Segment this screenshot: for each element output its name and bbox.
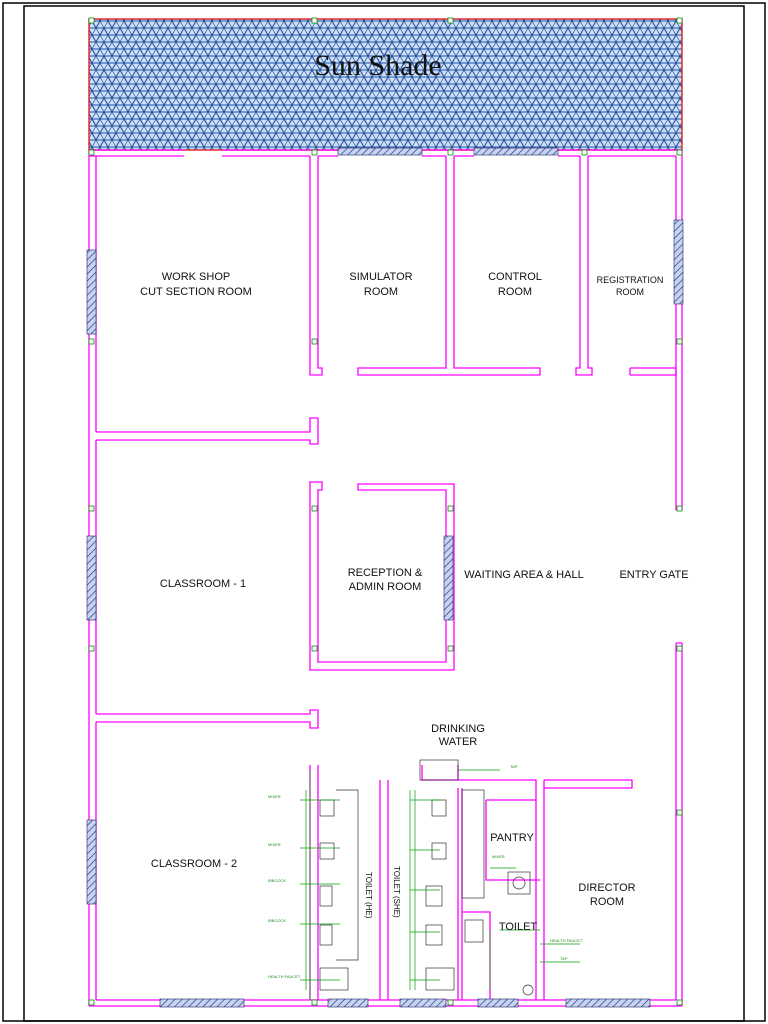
svg-text:TAP: TAP <box>510 764 518 769</box>
toilet-he-label: TOILET (HE) <box>364 872 373 919</box>
entry-label: ENTRY GATE <box>619 569 688 581</box>
svg-text:BIBCOCK: BIBCOCK <box>268 918 286 923</box>
svg-text:MIXER: MIXER <box>268 842 281 847</box>
workshop-label-line1: WORK SHOP <box>162 271 230 283</box>
registration-label-line1: REGISTRATION <box>597 275 664 285</box>
room-labels: WORK SHOP CUT SECTION ROOM SIMULATOR ROO… <box>140 271 688 933</box>
svg-text:HEALTH FAUCET: HEALTH FAUCET <box>550 938 583 943</box>
simulator-label-line2: ROOM <box>364 286 398 298</box>
reception-label-line2: ADMIN ROOM <box>349 581 422 593</box>
svg-text:MIXER: MIXER <box>492 854 505 859</box>
toilet-label: TOILET <box>499 921 538 933</box>
toilet-fixtures: MIXER MIXER BIBCOCK BIBCOCK HEALTH FAUCE… <box>268 759 583 1000</box>
reception-label-line1: RECEPTION & <box>348 567 423 579</box>
control-label-line1: CONTROL <box>488 271 542 283</box>
svg-text:BIBCOCK: BIBCOCK <box>268 878 286 883</box>
svg-text:MIXER: MIXER <box>268 794 281 799</box>
svg-text:HEALTH FAUCET: HEALTH FAUCET <box>268 974 301 979</box>
pantry-label: PANTRY <box>490 832 534 844</box>
director-label-line2: ROOM <box>590 896 624 908</box>
workshop-label-line2: CUT SECTION ROOM <box>140 286 252 298</box>
drinking-label-line2: WATER <box>439 736 478 748</box>
sun-shade-label: Sun Shade <box>314 49 442 82</box>
classroom2-label: CLASSROOM - 2 <box>151 858 237 870</box>
windows <box>86 147 684 1008</box>
simulator-label-line1: SIMULATOR <box>349 271 412 283</box>
sun-shade-area <box>88 18 683 151</box>
toilet-she-label: TOILET (SHE) <box>392 866 401 918</box>
drinking-label-line1: DRINKING <box>431 723 485 735</box>
sheet-inner-border <box>23 5 745 1022</box>
registration-label-line2: ROOM <box>616 287 644 297</box>
classroom1-label: CLASSROOM - 1 <box>160 578 246 590</box>
waiting-label: WAITING AREA & HALL <box>464 569 583 581</box>
director-label-line1: DIRECTOR <box>578 882 635 894</box>
columns <box>88 17 683 1006</box>
svg-text:TAP: TAP <box>560 956 568 961</box>
control-label-line2: ROOM <box>498 286 532 298</box>
